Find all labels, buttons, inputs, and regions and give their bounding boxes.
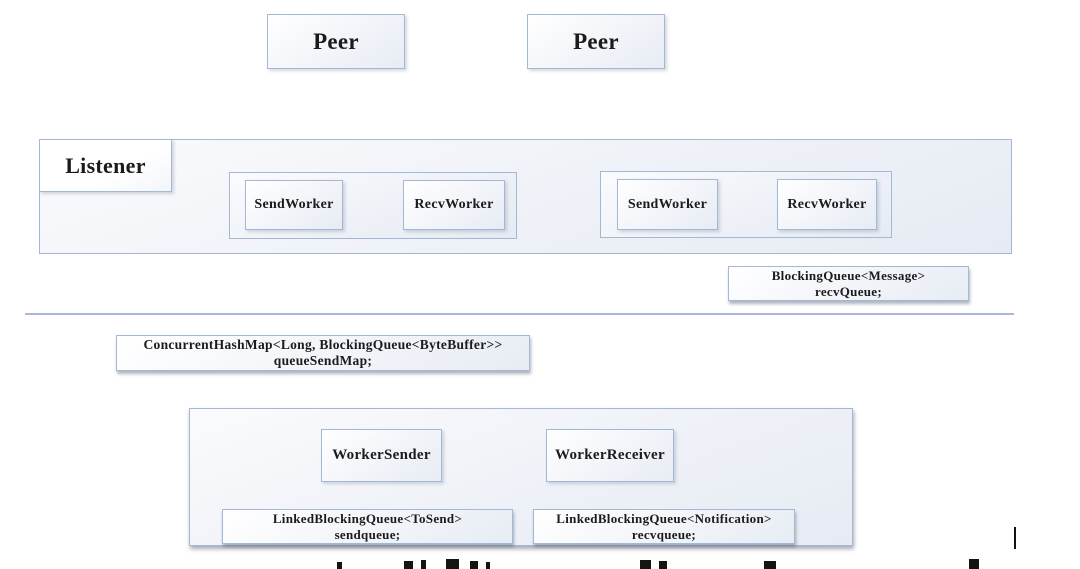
caption-fragment <box>486 562 490 569</box>
caption-fragment <box>640 560 651 569</box>
recv-queue-bottom-name: recvqueue; <box>631 526 697 542</box>
recv-queue-declaration-box: BlockingQueue<Message> recvQueue; <box>728 266 969 301</box>
caption-fragment <box>969 559 979 569</box>
peer-label: Peer <box>313 28 359 54</box>
send-worker-label: SendWorker <box>254 197 334 212</box>
recv-worker-box-1: RecvWorker <box>403 180 505 230</box>
caption-fragment <box>446 559 459 569</box>
caption-fragment <box>421 560 426 569</box>
caption-fragment <box>404 561 413 569</box>
divider-rule <box>25 313 1014 315</box>
recv-worker-label: RecvWorker <box>787 196 867 212</box>
caption-fragment <box>659 561 667 569</box>
caption-fragment <box>470 561 478 569</box>
listener-label-box: Listener <box>39 139 172 192</box>
worker-sender-box: WorkerSender <box>321 429 442 482</box>
queue-send-map-type: ConcurrentHashMap<Long, BlockingQueue<By… <box>143 337 503 352</box>
recv-queue-name: recvQueue; <box>814 283 883 299</box>
listener-label: Listener <box>65 152 146 178</box>
recv-queue-bottom-type: LinkedBlockingQueue<Notification> <box>556 510 772 526</box>
worker-receiver-label: WorkerReceiver <box>555 447 665 463</box>
recv-queue-bottom-declaration-box: LinkedBlockingQueue<Notification> recvqu… <box>533 509 795 544</box>
recv-worker-box-2: RecvWorker <box>777 179 877 230</box>
recv-queue-type: BlockingQueue<Message> <box>771 267 926 283</box>
send-worker-box-1: SendWorker <box>245 180 343 230</box>
send-queue-type: LinkedBlockingQueue<ToSend> <box>272 510 463 526</box>
queue-send-map-declaration-box: ConcurrentHashMap<Long, BlockingQueue<By… <box>116 335 530 371</box>
peer-box-1: Peer <box>267 14 405 69</box>
text-cursor-bar <box>1014 527 1016 549</box>
peer-box-2: Peer <box>527 14 665 69</box>
caption-fragment <box>337 562 342 569</box>
send-worker-label: SendWorker <box>627 196 708 212</box>
recv-worker-label: RecvWorker <box>414 197 494 212</box>
caption-fragment <box>764 561 776 569</box>
queue-send-map-name: queueSendMap; <box>273 353 373 368</box>
send-worker-box-2: SendWorker <box>617 179 718 230</box>
worker-receiver-box: WorkerReceiver <box>546 429 674 482</box>
peer-label: Peer <box>573 28 619 54</box>
send-queue-name: sendqueue; <box>334 526 401 542</box>
send-queue-declaration-box: LinkedBlockingQueue<ToSend> sendqueue; <box>222 509 513 544</box>
worker-sender-label: WorkerSender <box>332 447 431 463</box>
